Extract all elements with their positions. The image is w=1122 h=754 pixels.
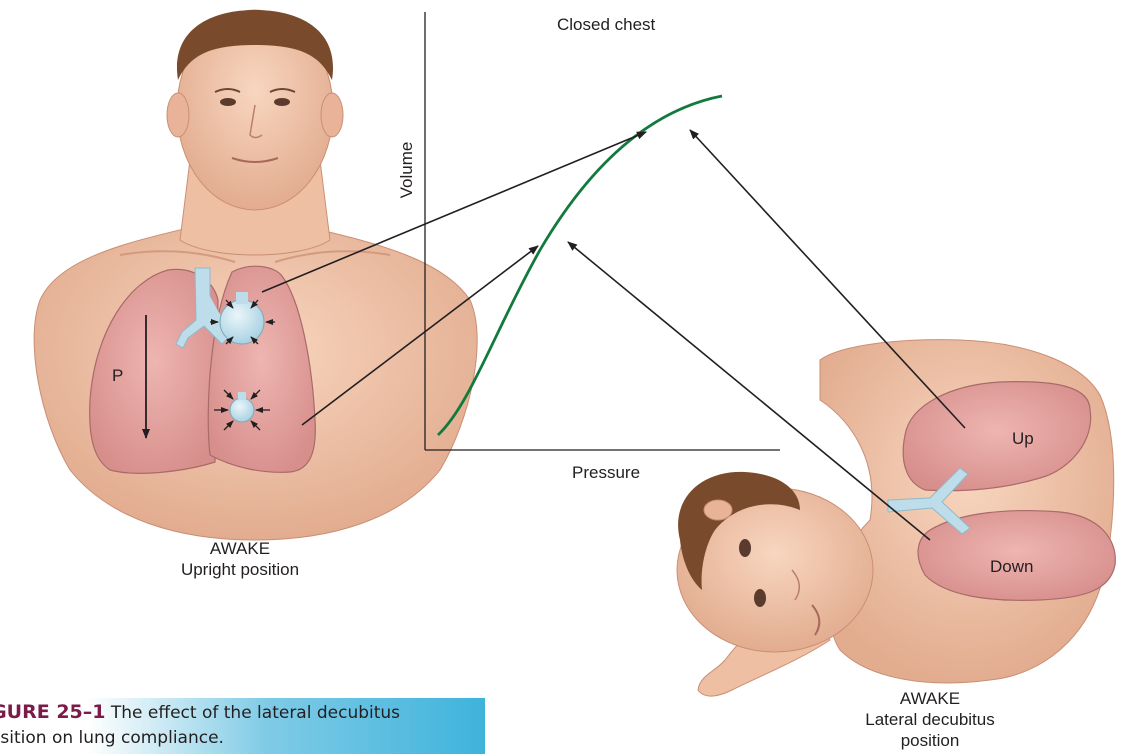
- graph-x-axis-label: Pressure: [572, 462, 640, 483]
- figure-caption: IGURE 25–1 The effect of the lateral dec…: [0, 700, 480, 754]
- graph-title: Closed chest: [557, 14, 655, 35]
- pressure-label: P: [112, 365, 123, 386]
- upright-label-line1: AWAKE: [165, 538, 315, 559]
- down-lung-label: Down: [990, 556, 1033, 577]
- up-lung-label: Up: [1012, 428, 1034, 449]
- graph-y-axis-label: Volume: [396, 130, 417, 210]
- upright-large-alveolus: [220, 300, 264, 344]
- decubitus-label-line3: position: [855, 730, 1005, 751]
- compliance-curve: [438, 96, 722, 435]
- compliance-graph: [425, 12, 780, 450]
- decubitus-label-line1: AWAKE: [855, 688, 1005, 709]
- upright-figure: [34, 10, 477, 540]
- caption-line2: osition on lung compliance.: [0, 726, 480, 751]
- figure-number: IGURE 25–1: [0, 701, 105, 723]
- caption-line1: The effect of the lateral decubitus: [111, 703, 400, 723]
- decubitus-label-line2: Lateral decubitus: [855, 709, 1005, 730]
- upright-small-alveolus: [230, 398, 254, 422]
- decubitus-figure: [677, 340, 1115, 696]
- upright-label-line2: Upright position: [165, 559, 315, 580]
